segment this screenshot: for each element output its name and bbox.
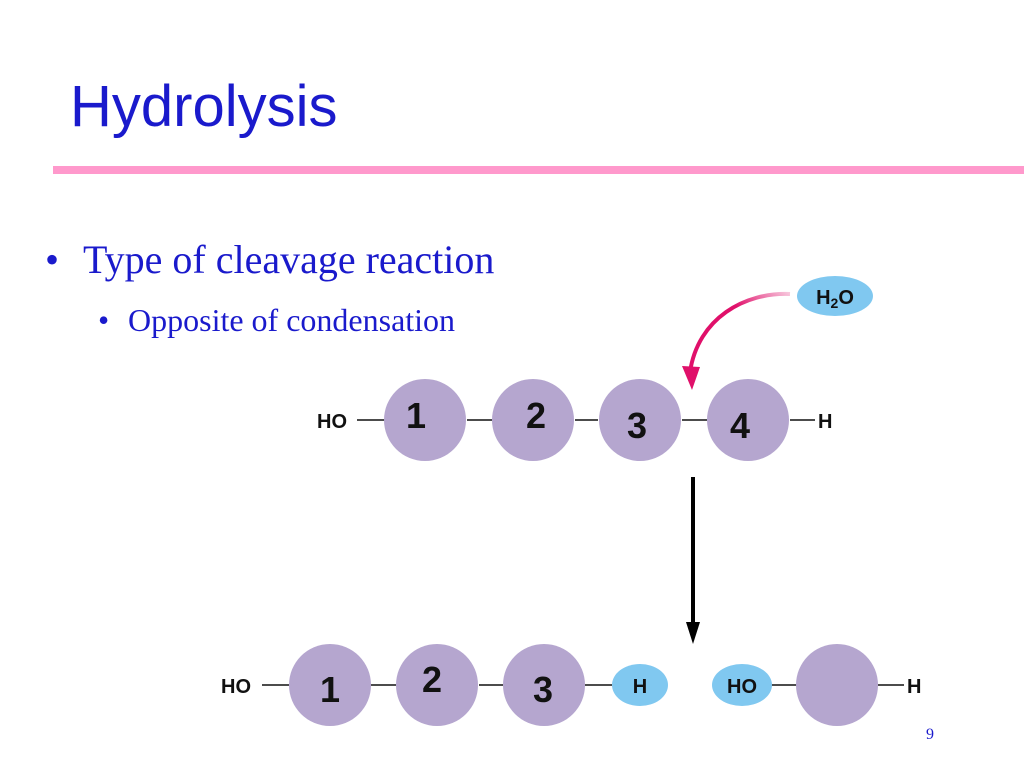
monomer-1 <box>384 379 466 461</box>
product-monomer-1 <box>289 644 371 726</box>
monomer-label: 2 <box>422 659 442 700</box>
bullet-marker: • <box>45 237 60 282</box>
monomer-label: 1 <box>320 669 340 710</box>
bullet-text: Opposite of condensation <box>128 302 456 338</box>
monomer-label: 3 <box>533 669 553 710</box>
monomer-4 <box>707 379 789 461</box>
bullet-marker: • <box>98 302 110 338</box>
water-label: H2O <box>816 287 854 311</box>
monomer-label: 2 <box>526 395 546 436</box>
monomer-label: 1 <box>406 395 426 436</box>
polymer-right-end: H <box>818 411 832 433</box>
hydroxyl-cap-label: HO <box>727 676 757 698</box>
water-attack-arrow <box>682 291 791 390</box>
bullet-item-1: • Type of cleavage reaction <box>45 238 494 282</box>
product-monomer-2 <box>396 644 478 726</box>
polymer-chain: HO 1 2 3 4 H <box>317 379 832 461</box>
product-monomer-3 <box>503 644 585 726</box>
curved-arrow-shaft <box>688 291 791 373</box>
hydroxyl-cap <box>712 664 772 706</box>
bullet-text: Type of cleavage reaction <box>83 237 495 282</box>
monomer-2 <box>492 379 574 461</box>
slide-title: Hydrolysis <box>70 74 338 139</box>
monomer-label: 4 <box>730 405 750 446</box>
monomer-3 <box>599 379 681 461</box>
page-number: 9 <box>926 726 934 743</box>
monomer-label: 3 <box>627 405 647 446</box>
water-molecule: H2O <box>797 276 873 316</box>
title-divider <box>53 166 1024 174</box>
product-chain: HO 1 2 3 H HO H <box>221 644 921 726</box>
polymer-left-end: HO <box>317 411 347 433</box>
curved-arrow-head <box>682 366 700 390</box>
hydrogen-cap <box>612 664 668 706</box>
product-right-end: H <box>907 676 921 698</box>
water-blob <box>797 276 873 316</box>
product-left-end: HO <box>221 676 251 698</box>
product-monomer-4 <box>796 644 878 726</box>
reaction-arrow <box>686 477 700 644</box>
hydrogen-cap-label: H <box>633 676 647 698</box>
bullet-item-2: • Opposite of condensation <box>98 302 456 338</box>
reaction-arrow-head <box>686 622 700 644</box>
